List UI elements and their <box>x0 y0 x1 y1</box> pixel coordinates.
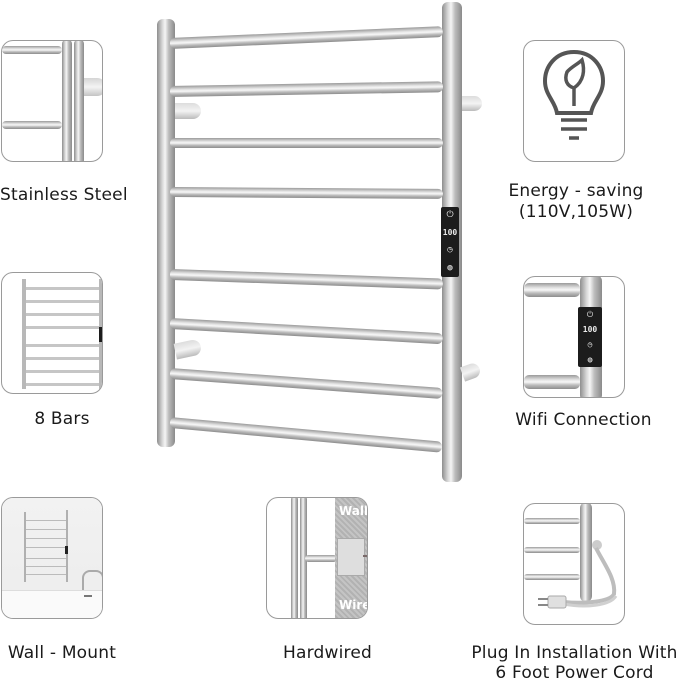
bars-thumbnail <box>1 272 103 394</box>
wifi-connection-label: Wifi Connection <box>515 410 652 430</box>
wall-overlay-text: Wall <box>339 504 368 518</box>
wall-mount-bracket <box>459 361 483 382</box>
rack-bar <box>169 417 443 453</box>
energy-saving-thumbnail <box>523 40 625 162</box>
plug-in-thumbnail <box>523 503 625 625</box>
temperature-icon: ◍ <box>587 354 593 364</box>
stainless-steel-label: Stainless Steel <box>0 185 128 205</box>
left-rail <box>157 19 175 447</box>
wall-mount-bracket <box>462 96 482 111</box>
wifi-connection-thumbnail: ⏻ 100 ◷ ◍ <box>523 276 625 398</box>
wall-mount-bracket <box>173 338 203 360</box>
clock-icon: ◷ <box>587 339 593 349</box>
rack-bar <box>170 138 443 148</box>
wall-mount-bracket <box>175 103 201 119</box>
stainless-steel-thumbnail <box>1 40 103 162</box>
wall-mount-label: Wall - Mount <box>7 643 117 663</box>
rack-bar <box>169 318 443 345</box>
plug-in-label-line2: 6 Foot Power Cord <box>495 663 654 683</box>
wall-mount-thumbnail <box>1 497 103 619</box>
power-icon: ⏻ <box>586 309 594 319</box>
rack-bar <box>169 81 444 97</box>
clock-icon: ◷ <box>447 244 453 255</box>
power-icon: ⏻ <box>446 210 454 221</box>
temperature-display: 100 <box>442 228 458 238</box>
rack-bar <box>169 187 444 199</box>
main-product-image: ⏻ 100 ◷ ◍ <box>150 0 483 490</box>
temperature-display: 100 <box>582 324 598 334</box>
rack-bar <box>169 269 444 290</box>
wire-overlay-text: Wire <box>339 598 368 612</box>
temperature-icon: ◍ <box>447 262 453 273</box>
rack-bar <box>169 368 443 399</box>
hardwired-thumbnail: Wall Wire <box>266 497 368 619</box>
energy-saving-label-line1: Energy - saving <box>508 181 644 201</box>
rack-bar <box>169 26 443 49</box>
plug-in-label-line1: Plug In Installation With <box>471 643 678 663</box>
bars-label: 8 Bars <box>34 409 90 429</box>
hardwired-label: Hardwired <box>283 643 372 663</box>
eco-lightbulb-leaf-icon <box>542 49 606 140</box>
control-panel: ⏻ 100 ◷ ◍ <box>441 207 459 277</box>
energy-saving-label-line2: (110V,105W) <box>518 202 634 222</box>
